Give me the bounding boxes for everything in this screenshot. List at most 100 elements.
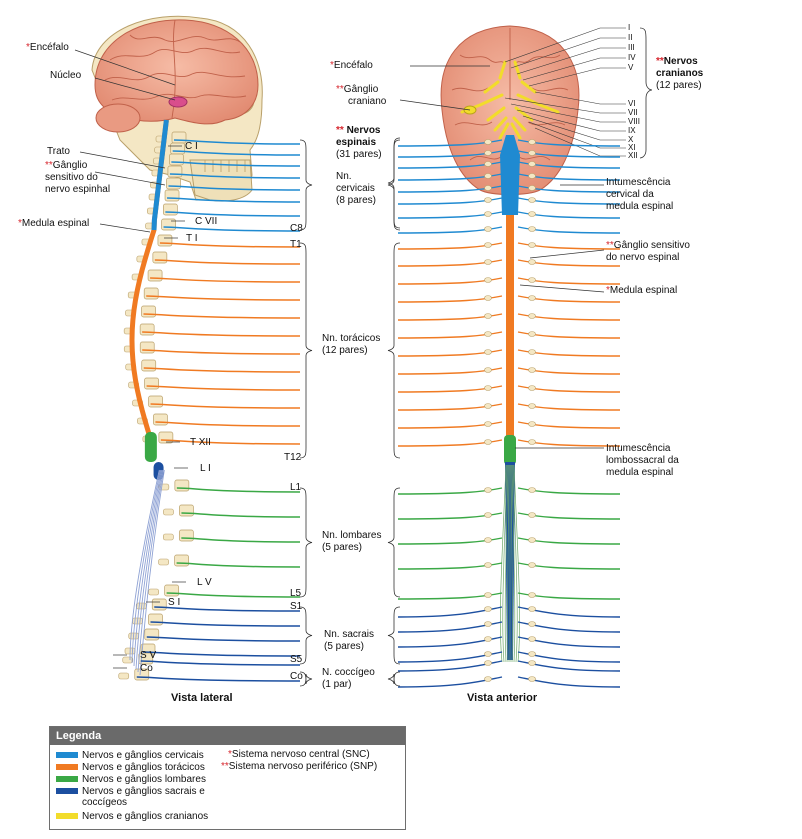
label-medula-anterior: *Medula espinal [606, 285, 678, 296]
spinal-nerve-anterior [517, 651, 621, 663]
spinal-ganglion-anterior [528, 421, 536, 427]
spinal-ganglion-anterior [528, 636, 536, 642]
spinal-nerve-anterior [397, 242, 503, 250]
brace [387, 487, 401, 598]
spinal-ganglion-anterior [528, 487, 536, 493]
cranial-nerve-number: VII [628, 108, 638, 117]
spinal-nerve-anterior [397, 197, 503, 205]
spinal-nerve-anterior [517, 211, 621, 219]
cranial-brace [639, 27, 653, 159]
vertebra-lateral [139, 323, 155, 336]
spinal-ganglion-anterior [528, 242, 536, 248]
spinal-nerve-lateral [143, 367, 301, 373]
spinal-ganglion-anterior [528, 367, 536, 373]
vertebra-lateral [153, 413, 168, 426]
spinal-ganglion-anterior [528, 562, 536, 568]
cranial-nerve-pointer [504, 27, 626, 63]
vertebra-lateral [151, 598, 167, 611]
cranial-nerve-pointer [510, 103, 626, 123]
legend-snc: *Sistema nervoso central (SNC) [228, 749, 370, 760]
spinal-nerve-lateral [154, 606, 301, 612]
cranial-nerve-pointer [516, 47, 626, 75]
spinal-ganglion-anterior [528, 621, 536, 627]
spinal-nerve-anterior [397, 367, 503, 375]
cranial-nerve-number: IV [628, 53, 636, 62]
spinal-ganglion-anterior [528, 185, 536, 191]
cauda-equina-lateral [139, 469, 165, 676]
spinal-nerve-lateral [150, 277, 301, 283]
cauda-equina-anterior [504, 464, 509, 663]
spinal-ganglion-anterior [528, 676, 536, 682]
cauda-equina-lateral [135, 469, 163, 670]
lumbar-enlargement-anterior [504, 435, 516, 465]
cranial-nerve-number: XII [628, 151, 638, 160]
vertebra-process-lateral [118, 672, 130, 680]
title-vista-lateral: Vista lateral [171, 692, 233, 704]
label-c8: C8 [290, 223, 303, 234]
cranial-nerve-number: X [628, 135, 634, 144]
spinal-ganglion-anterior [484, 403, 492, 409]
spinal-nerve-anterior [397, 439, 503, 447]
spinal-nerve-lateral [146, 295, 301, 301]
spinal-ganglion-anterior [484, 259, 492, 265]
cranial-nerve-pointers [504, 27, 626, 157]
spinal-nerve-lateral [167, 197, 301, 203]
spinal-nerve-lateral [150, 621, 301, 627]
pointer-line [529, 249, 605, 259]
spinal-nerve-lateral [171, 161, 301, 167]
vertebra-lateral [174, 554, 189, 567]
spinal-nerve-anterior [397, 185, 503, 193]
segment-braces [299, 137, 401, 687]
cranial-nerve-pointer [534, 91, 626, 105]
cervical-enlargement-anterior [500, 135, 520, 215]
cranial-nerve-pointer [522, 115, 626, 141]
label-sv: S V [140, 650, 157, 661]
spinal-ganglion-anterior [484, 487, 492, 493]
spinal-ganglion-anterior [528, 537, 536, 543]
vertebra-lateral [143, 287, 159, 300]
spinal-nerve-anterior [517, 173, 621, 181]
spinal-nerve-anterior [397, 606, 503, 618]
vertebra-lateral [178, 529, 194, 542]
vertebra-process-lateral [122, 656, 134, 664]
cranial-nerve-number: III [628, 43, 635, 52]
spinal-nerve-anterior [397, 139, 503, 147]
vertebra-lateral [144, 628, 160, 641]
spinal-ganglion-anterior [528, 259, 536, 265]
label-trato: Trato [47, 146, 70, 157]
pointer-lines [74, 49, 605, 669]
spinal-nerve-anterior [517, 537, 621, 545]
pointer-line [79, 151, 166, 169]
legend-item-cranial: Nervos e gânglios cranianos [56, 811, 208, 822]
label-cervicais: Nn.cervicais(8 pares) [336, 171, 377, 206]
spinal-ganglion-anterior [484, 173, 492, 179]
cauda-equina-anterior [512, 464, 518, 663]
spinal-nerve-anterior [517, 439, 621, 447]
spinal-nerve-lateral [154, 259, 301, 265]
cauda-equina-anterior [513, 464, 520, 663]
vertebra-lateral [139, 341, 155, 354]
legend-swatch-sacral [56, 788, 78, 795]
label-li: L I [200, 463, 211, 474]
spinal-nerve-anterior [397, 161, 503, 169]
label-cvii: C VII [195, 216, 218, 227]
spinal-nerve-anterior [397, 512, 503, 520]
vertebra-lateral [174, 479, 190, 492]
spinal-nerve-anterior [517, 349, 621, 357]
lateral-nerves [129, 119, 301, 682]
label-ci: C I [185, 141, 198, 152]
cranial-nerve-number: XI [628, 143, 636, 152]
legend-snp: **Sistema nervoso periférico (SNP) [221, 761, 378, 772]
label-co-seg: Co [290, 671, 303, 682]
cauda-equina-lateral [129, 469, 160, 661]
spinal-nerve-anterior [397, 676, 503, 688]
legend: Legenda Nervos e gânglios cervicais Nerv… [49, 726, 406, 830]
brace [299, 139, 313, 231]
spinal-nerve-anterior [397, 592, 503, 600]
spinal-nerve-anterior [397, 421, 503, 429]
spinal-ganglion-anterior [528, 197, 536, 203]
label-l5: L5 [290, 588, 302, 599]
spinal-nerve-anterior [397, 636, 503, 648]
spinal-ganglion-anterior [484, 385, 492, 391]
